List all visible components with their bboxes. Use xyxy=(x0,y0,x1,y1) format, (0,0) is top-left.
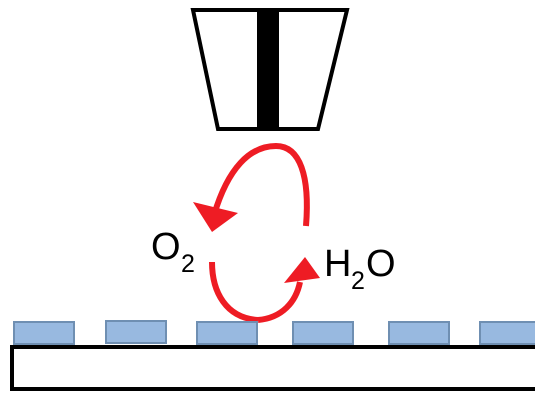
substrate-base xyxy=(10,345,535,391)
pad xyxy=(479,321,535,345)
redox-cycle xyxy=(193,143,320,323)
pad xyxy=(388,321,450,345)
arrow-lower-right-head xyxy=(284,257,320,283)
probe-tip xyxy=(190,8,350,131)
pad xyxy=(105,320,167,344)
arrow-upper-left xyxy=(211,143,277,216)
label-oxygen-subscript: 2 xyxy=(181,250,195,278)
arrow-lower-right xyxy=(257,281,303,323)
arrow-upper-left-head xyxy=(193,202,238,232)
label-water: H 2 O xyxy=(324,243,396,295)
pad xyxy=(292,321,354,345)
label-oxygen-main: O xyxy=(151,226,181,268)
arrow-lower-left xyxy=(209,261,259,323)
label-water-h: H xyxy=(324,243,351,285)
label-water-o: O xyxy=(366,243,396,285)
pad xyxy=(196,321,258,345)
substrate-pads xyxy=(13,320,535,345)
label-oxygen: O 2 xyxy=(151,226,195,278)
arrow-upper-right xyxy=(275,143,310,227)
label-water-subscript: 2 xyxy=(351,267,365,295)
pad xyxy=(13,321,75,345)
probe-electrode xyxy=(257,10,279,129)
